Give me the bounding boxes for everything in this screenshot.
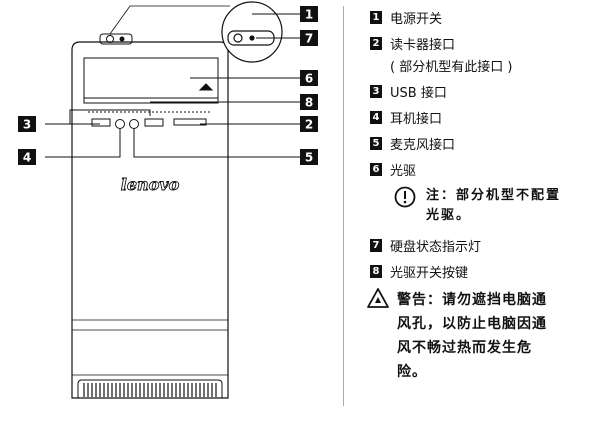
- optical-drive: [83, 57, 219, 104]
- callout-2: 2: [300, 116, 318, 132]
- warning-triangle-icon: [367, 288, 389, 308]
- callout-3: 3: [18, 116, 36, 132]
- legend-label: USB 接口: [390, 86, 447, 101]
- svg-text:4: 4: [23, 151, 31, 165]
- callout-badge: 3: [370, 85, 382, 98]
- legend-label: 读卡器接口: [390, 38, 456, 53]
- legend-item: 1 电源开关: [370, 8, 442, 27]
- note-text: 注：部分机型不配置光驱。: [426, 188, 562, 223]
- svg-text:3: 3: [23, 118, 31, 132]
- tower-body: [71, 41, 229, 399]
- warning-text: 警告：请勿遮挡电脑通风孔，以防止电脑因通风不畅过热而发生危险。: [397, 292, 547, 380]
- legend-label: 硬盘状态指示灯: [390, 240, 482, 255]
- lenovo-logo: lenovo: [121, 175, 180, 194]
- callout-5: 5: [300, 149, 318, 165]
- callout-badge: 2: [370, 37, 382, 50]
- callout-6: 6: [300, 70, 318, 86]
- legend-item: 6 光驱: [370, 160, 416, 179]
- legend-sub: ( 部分机型有此接口 ): [390, 60, 513, 75]
- callout-4: 4: [18, 149, 36, 165]
- callout-badge: 5: [370, 137, 382, 150]
- legend-item: 3 USB 接口: [370, 82, 447, 101]
- callout-badge: 4: [370, 111, 382, 124]
- zoom-detail: [109, 1, 283, 63]
- svg-text:1: 1: [305, 8, 313, 22]
- power-area: [99, 33, 133, 45]
- legend-label: 光驱: [390, 164, 417, 179]
- warning: 警告：请勿遮挡电脑通风孔，以防止电脑因通风不畅过热而发生危险。: [367, 288, 557, 384]
- callout-badge: 8: [370, 265, 382, 278]
- callout-badge: 6: [370, 163, 382, 176]
- legend-item: 4 耳机接口: [370, 108, 442, 127]
- divider: [343, 6, 344, 406]
- callout-1: 1: [300, 6, 318, 22]
- bottom-vent: [77, 379, 223, 398]
- legend-label: 耳机接口: [390, 112, 443, 127]
- svg-text:2: 2: [305, 118, 313, 132]
- legend-label: 光驱开关按键: [390, 266, 469, 281]
- legend-item: 7 硬盘状态指示灯: [370, 236, 481, 255]
- legend-item: 5 麦克风接口: [370, 134, 455, 153]
- note: 注：部分机型不配置光驱。: [394, 186, 566, 226]
- callout-badge: 1: [370, 11, 382, 24]
- leader-lines: [45, 13, 300, 158]
- computer-front-diagram: lenovo 1 2 3 4 5 6 7 8: [18, 1, 318, 399]
- exclamation-icon: [394, 186, 416, 208]
- callout-badge: 7: [370, 239, 382, 252]
- svg-text:6: 6: [305, 72, 313, 86]
- callout-8: 8: [300, 94, 318, 110]
- svg-text:7: 7: [305, 32, 313, 46]
- callout-7: 7: [300, 30, 318, 46]
- legend-item: 2 读卡器接口: [370, 34, 455, 53]
- legend-item: 8 光驱开关按键: [370, 262, 468, 281]
- svg-text:8: 8: [305, 96, 313, 110]
- legend-label: 电源开关: [390, 12, 443, 27]
- svg-text:5: 5: [305, 151, 313, 165]
- legend-label: 麦克风接口: [390, 138, 456, 153]
